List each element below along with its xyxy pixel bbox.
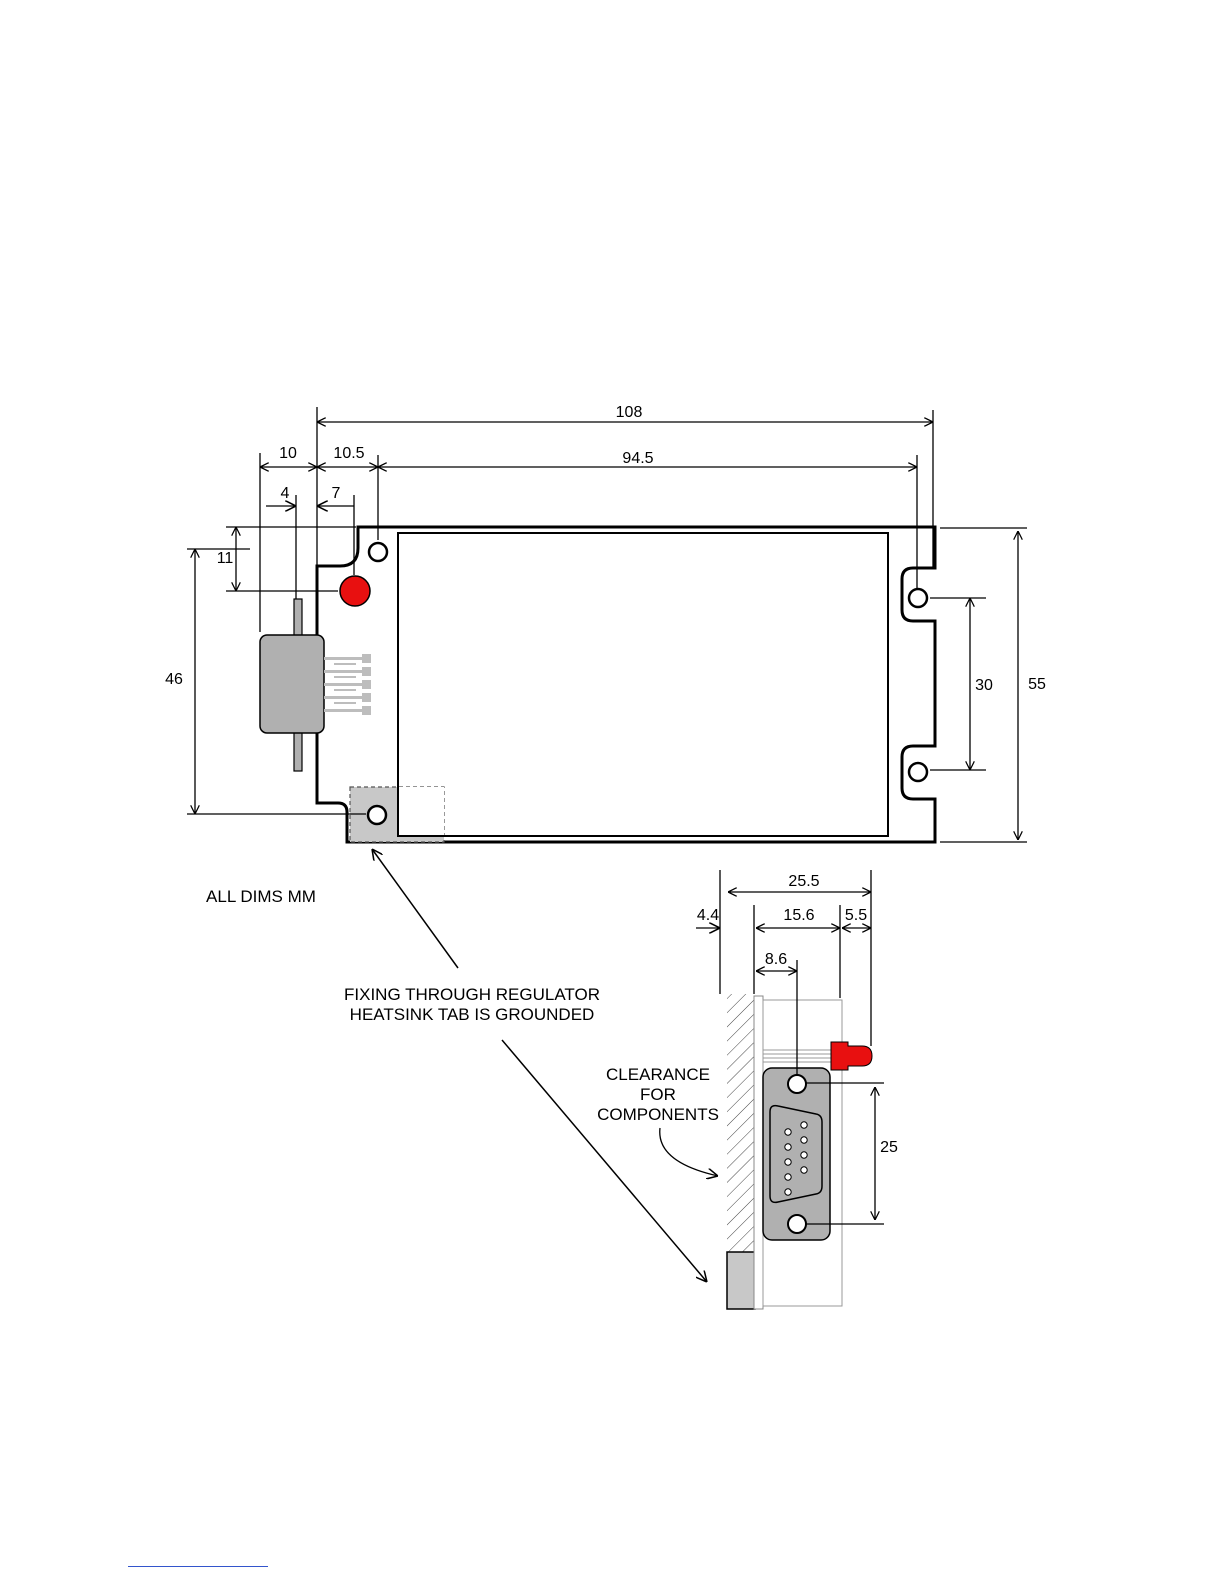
dsub-pin-hole [785,1159,791,1165]
dim-label-7: 7 [332,485,341,502]
connector-pin-pad [362,667,371,676]
connector-pin-pad [362,693,371,702]
units-note: ALL DIMS MM [206,887,316,906]
dim-label-108: 108 [616,404,643,421]
mounting-hole-bottom-left [368,806,386,824]
heatsink-tab-side [727,1252,755,1309]
fixing-note-line-2: HEATSINK TAB IS GROUNDED [350,1005,595,1024]
dim-label-46: 46 [165,671,183,688]
dim-label-11: 11 [217,550,234,567]
mounting-hole-top-left [369,543,387,561]
clearance-note-line-1: CLEARANCE [606,1065,710,1084]
clearance-note-line-2: FOR [640,1085,676,1104]
connector-pin [334,689,356,691]
led-leads [763,1050,835,1062]
dim-label-55: 55 [1028,676,1046,693]
dsub-hole-top [788,1075,806,1093]
connector-pin-pad [362,706,371,715]
clearance-leader [660,1128,718,1176]
dsub-hole-bottom [788,1215,806,1233]
dsub-pin-hole [785,1174,791,1180]
mounting-wall [727,994,754,1256]
leader-to-heatsink [372,849,458,968]
connector-pin-pad [362,680,371,689]
connector-pin [334,702,356,704]
dsub-pin-hole [785,1129,791,1135]
connector-pin-pad [362,654,371,663]
dim-label-5-5: 5.5 [845,907,867,924]
connector-pin [324,696,364,699]
dim-label-8-6: 8.6 [765,951,787,968]
dsub-socket [770,1106,822,1203]
dim-label-10-5: 10.5 [333,445,364,462]
dim-label-4: 4 [281,485,290,502]
dim-label-30: 30 [975,677,993,694]
dsub-pin-hole [785,1189,791,1195]
dim-label-25: 25 [880,1139,898,1156]
dsub-pin-hole [801,1167,807,1173]
mounting-hole-top-right [909,589,927,607]
dsub-pin-hole [785,1144,791,1150]
fixing-note-line-1: FIXING THROUGH REGULATOR [344,985,600,1004]
dim-label-25-5: 25.5 [788,873,819,890]
dim-label-94-5: 94.5 [622,450,653,467]
connector-pin [334,663,356,665]
dsub-pin-hole [801,1152,807,1158]
led [340,576,370,606]
dim-label-10: 10 [279,445,297,462]
dim-label-15-6: 15.6 [783,907,814,924]
connector-pin [324,657,364,660]
dim-label-4-4: 4.4 [697,907,719,924]
dsub-pin-hole [801,1137,807,1143]
led-side [831,1042,872,1070]
connector-pin [324,670,364,673]
dsub-shell [260,635,324,733]
side-view: 25.5 4.4 15.6 5.5 8.6 25 CLEARANCE FOR C… [597,870,898,1309]
mounting-hole-bottom-right [909,763,927,781]
connector-pin [324,709,364,712]
connector-pin [334,676,356,678]
dsub-pin-hole [801,1122,807,1128]
connector-pin [324,683,364,686]
clearance-note-line-3: COMPONENTS [597,1105,719,1124]
top-view: 108 10 10.5 94.5 4 7 11 46 30 55 [165,404,1046,842]
footer-link-underline [128,1566,268,1567]
